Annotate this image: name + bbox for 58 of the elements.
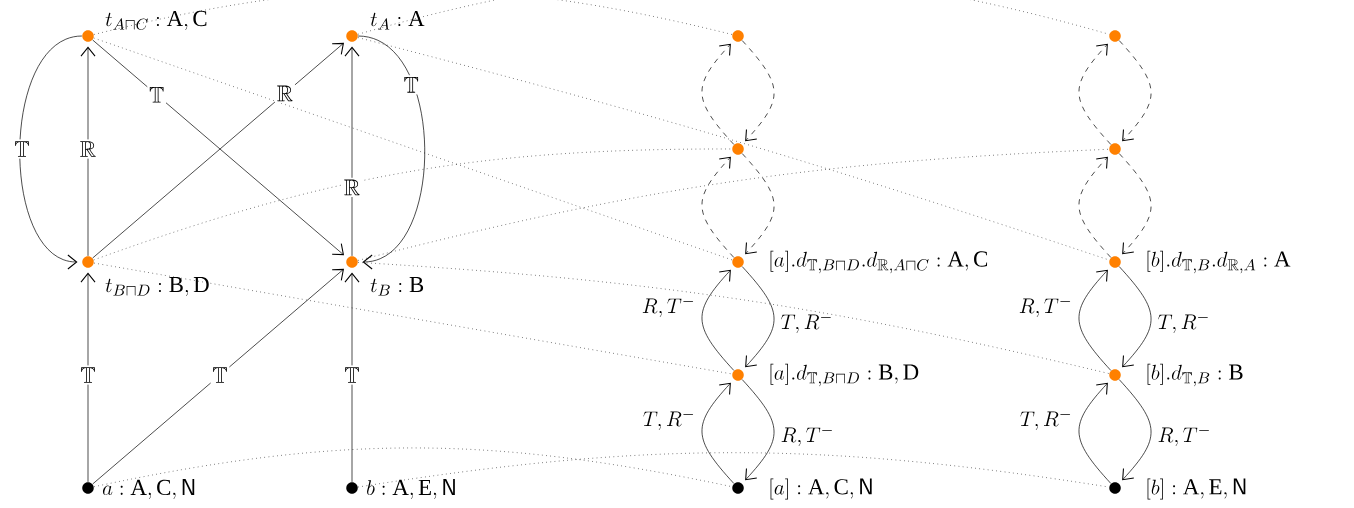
edge-label: $T, R^-$ (643, 411, 694, 431)
dotted-line (357, 148, 1110, 261)
dotted-line (93, 447, 733, 488)
edge-label: $T, R^-$ (781, 314, 831, 334)
edge-label: $T, R^-$ (1020, 411, 1071, 431)
edge-label: $R, T^-$ (1019, 298, 1071, 318)
edge-label: $\mathbb{T}$ (210, 365, 230, 385)
arrow (92, 268, 345, 485)
dashed-arrow (1078, 43, 1112, 145)
dashed-arrow (1118, 153, 1152, 255)
dotted-line (93, 148, 733, 261)
edge-label: $\mathbb{R}$ (274, 83, 295, 104)
arrow (344, 46, 360, 257)
dotted-line (357, 37, 1110, 261)
arrow (741, 266, 775, 368)
edge-label: $R, T^-$ (642, 298, 694, 318)
node-label: $[b].d_{\mathbb{T},B} : \mathrm{B}$ (1147, 363, 1243, 387)
edge-label: $\mathbb{T}$ (147, 85, 167, 105)
node-label: $a : \mathrm{A}, \mathrm{C}, \mathsf{N}$ (102, 479, 195, 499)
arrow (80, 272, 96, 483)
node-label: $b : \mathrm{A}, \mathrm{E}, \mathsf{N}$ (367, 479, 455, 499)
edge-label: $\mathbb{T}$ (342, 365, 362, 385)
arrow (1078, 269, 1112, 371)
arrow (701, 382, 735, 484)
edge-label: $\mathbb{T}$ (12, 139, 32, 159)
node-label: $t_{B\sqcap D} : \mathrm{B}, \mathrm{D}$ (105, 277, 209, 297)
node-label: $t_{A\sqcap C} : \mathrm{A}, \mathrm{C}$ (105, 10, 207, 31)
node-label: $[a] : \mathrm{A}, \mathrm{C}, \mathsf{N}$ (770, 478, 872, 500)
arrow (1118, 266, 1152, 368)
arrow (1078, 382, 1112, 484)
arrow (19, 35, 83, 270)
edge-label: $\mathbb{T}$ (401, 75, 421, 95)
dashed-arrow (701, 43, 735, 145)
dashed-arrow (741, 153, 775, 255)
dotted-line (93, 0, 733, 35)
node-label: $[a].d_{\mathbb{T},B\sqcap D}.d_{\mathbb{R},A\sqcap C} : \mathrm{A}, \mathrm{C}$ (770, 250, 988, 274)
dashed-arrow (1078, 156, 1112, 258)
arrow (741, 379, 775, 481)
node-label: $t_A : \mathrm{A}$ (370, 10, 425, 30)
edge-label: $T, R^-$ (1158, 314, 1208, 334)
arrow (80, 46, 96, 257)
edge-label: $\mathbb{T}$ (78, 365, 98, 385)
dashed-arrow (741, 40, 775, 142)
edge-label: $\mathbb{R}$ (342, 177, 362, 198)
edge-label: $\mathbb{R}$ (78, 139, 98, 159)
edge-label: $R, T^-$ (1158, 427, 1209, 447)
dashed-arrow (701, 156, 735, 258)
node-label: $[b].d_{\mathbb{T},B}.d_{\mathbb{R},A} : \mathrm{A}$ (1147, 250, 1291, 274)
dotted-line (357, 0, 1110, 35)
node-label: $t_B : \mathrm{B}$ (370, 277, 424, 296)
arrow (701, 269, 735, 371)
edge-label: $R, T^-$ (781, 427, 832, 447)
node-label: $[a].d_{\mathbb{T},B\sqcap D} : \mathrm{B}, \mathrm{D}$ (770, 363, 919, 387)
arrow (357, 35, 426, 270)
arrow (344, 272, 360, 483)
node-label: $[b] : \mathrm{A}, \mathrm{E}, \mathsf{N}$ (1147, 478, 1246, 500)
dashed-arrow (1118, 40, 1152, 142)
arrow (1118, 379, 1152, 481)
